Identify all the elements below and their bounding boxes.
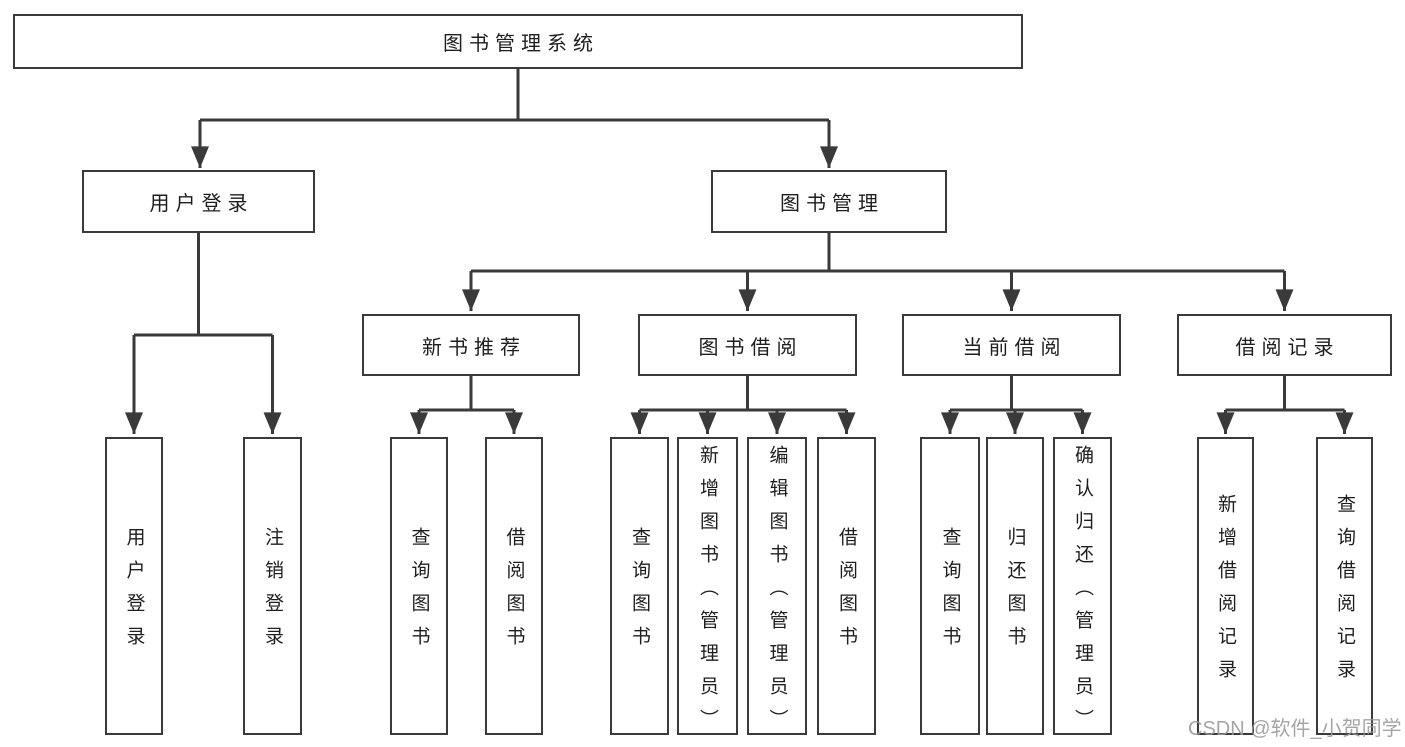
leaf-borrow-books-borrow: 借阅图书 [817, 437, 876, 735]
node-current-borrowing-label: 当前借阅 [962, 336, 1067, 359]
leaf-return-book-label: 归还图书 [1004, 527, 1026, 659]
leaf-borrow-books-borrow-label: 借阅图书 [836, 527, 857, 659]
leaf-logout-label: 注销登录 [262, 527, 283, 659]
node-current-borrowing: 当前借阅 [902, 314, 1121, 376]
leaf-user-login: 用户登录 [105, 437, 163, 735]
leaf-query-borrow-record-label: 查询借阅记录 [1334, 494, 1355, 692]
leaf-query-books-current: 查询图书 [920, 437, 980, 735]
leaf-add-borrow-record: 新增借阅记录 [1197, 437, 1254, 735]
node-user-login-label: 用户登录 [149, 193, 254, 215]
node-book-borrowing: 图书借阅 [638, 314, 857, 376]
leaf-query-books-current-label: 查询图书 [939, 527, 961, 659]
node-library-system: 图书管理系统 [13, 14, 1023, 69]
leaf-query-books-recommend: 查询图书 [390, 437, 448, 735]
node-book-management-label: 图书管理 [780, 193, 884, 215]
leaf-query-books-borrow-label: 查询图书 [629, 527, 650, 659]
leaf-borrow-books-recommend-label: 借阅图书 [503, 527, 525, 659]
leaf-query-borrow-record: 查询借阅记录 [1316, 437, 1373, 735]
node-borrowing-records: 借阅记录 [1177, 314, 1392, 376]
leaf-edit-book-admin: 编辑图书（管理员） [747, 437, 807, 742]
leaf-add-book-admin: 新增图书（管理员） [677, 437, 738, 742]
leaf-confirm-return-admin: 确认归还（管理员） [1053, 437, 1112, 742]
node-book-borrowing-label: 图书借阅 [698, 336, 803, 359]
leaf-query-books-recommend-label: 查询图书 [408, 527, 430, 659]
leaf-query-books-borrow: 查询图书 [610, 437, 669, 735]
node-book-management: 图书管理 [711, 170, 947, 233]
leaf-add-book-admin-label: 新增图书（管理员） [697, 444, 718, 742]
leaf-edit-book-admin-label: 编辑图书（管理员） [766, 444, 788, 742]
leaf-return-book: 归还图书 [986, 437, 1044, 735]
node-library-system-label: 图书管理系统 [443, 33, 599, 55]
leaf-confirm-return-admin-label: 确认归还（管理员） [1072, 444, 1093, 742]
leaf-add-borrow-record-label: 新增借阅记录 [1215, 494, 1236, 692]
leaf-user-login-label: 用户登录 [123, 527, 145, 659]
node-user-login: 用户登录 [82, 170, 315, 233]
leaf-borrow-books-recommend: 借阅图书 [485, 437, 543, 735]
node-borrowing-records-label: 借阅记录 [1235, 336, 1340, 359]
node-new-book-recommend: 新书推荐 [362, 314, 580, 376]
node-new-book-recommend-label: 新书推荐 [422, 336, 526, 359]
csdn-watermark: CSDN @软件_小贺同学 [1188, 718, 1402, 740]
leaf-logout: 注销登录 [243, 437, 302, 735]
